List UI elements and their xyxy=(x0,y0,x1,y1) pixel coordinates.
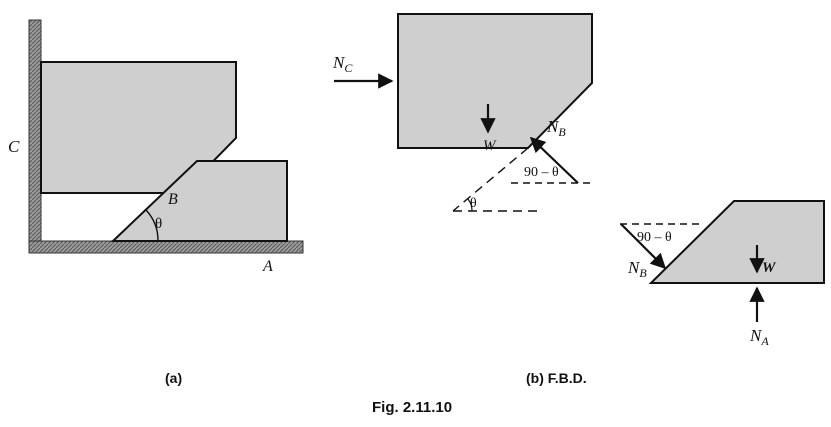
wall-c xyxy=(28,19,42,247)
nb-label-upper: NB xyxy=(546,117,566,139)
part-a: C B A θ (a) xyxy=(8,19,304,386)
figure-caption: Fig. 2.11.10 xyxy=(372,399,452,416)
theta-arc xyxy=(145,209,159,242)
label-b: B xyxy=(168,191,178,208)
label-c: C xyxy=(8,137,20,156)
incline-extension xyxy=(452,147,529,212)
theta-arc-b xyxy=(467,198,473,212)
nb-arrow-upper xyxy=(529,136,579,184)
upper-fbd-block xyxy=(397,13,593,149)
w-label-lower: W xyxy=(762,260,777,276)
lower-fbd-block xyxy=(648,200,825,284)
nb-arrow-lower xyxy=(620,223,667,270)
angle-label-upper: 90 – θ xyxy=(524,165,559,180)
na-label: NA xyxy=(749,326,769,348)
label-a: A xyxy=(262,258,273,275)
part-b-lower: 90 – θ NB W NA (b) F.B.D. xyxy=(526,200,825,386)
nb-label-lower: NB xyxy=(627,258,647,280)
lower-block xyxy=(110,160,288,242)
floor-a xyxy=(28,240,304,254)
part-b-upper: NC W NB 90 – θ θ xyxy=(332,13,593,212)
w-label-upper: W xyxy=(483,138,497,154)
caption-b: (b) F.B.D. xyxy=(526,370,587,386)
caption-a: (a) xyxy=(165,370,182,386)
angle-label-lower: 90 – θ xyxy=(637,230,672,245)
nc-label: NC xyxy=(332,53,353,75)
label-theta: θ xyxy=(155,216,162,232)
theta-label-b: θ xyxy=(470,196,477,211)
